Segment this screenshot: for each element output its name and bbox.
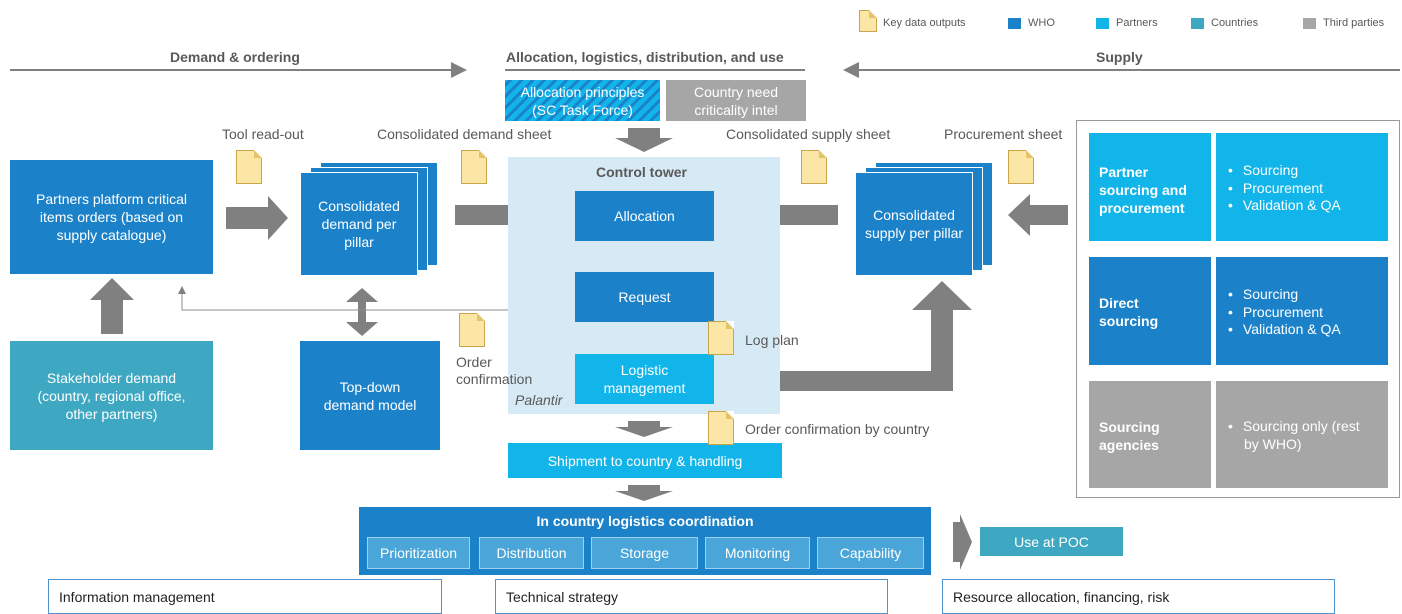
order-confirmation-country-label: Order confirmation by country <box>745 421 930 437</box>
use-at-poc-box: Use at POC <box>980 527 1123 556</box>
allocation-label: Allocation <box>614 208 675 224</box>
order-confirmation-label: Order confirmation <box>456 354 546 388</box>
partner-sourcing-title: Partner sourcing and procurement <box>1099 164 1187 216</box>
arrow-demand-topdown-double <box>346 288 378 336</box>
procurement-sheet-doc-icon <box>1008 150 1034 184</box>
allocation-principles-label: Allocation principles (SC Task Force) <box>520 83 645 118</box>
legend-label: Countries <box>1211 17 1259 29</box>
bullet-item: Sourcing <box>1228 286 1341 304</box>
bullet-item: Procurement <box>1228 304 1341 322</box>
technical-strategy-label: Technical strategy <box>506 588 619 605</box>
consolidated-demand-label: Consolidated demand per pillar <box>318 198 400 250</box>
request-box: Request <box>575 272 714 322</box>
order-confirmation-doc-icon <box>459 313 485 347</box>
direct-sourcing-items-box: Sourcing Procurement Validation & QA <box>1216 257 1388 365</box>
legend-label: WHO <box>1028 17 1055 29</box>
arrow-down-principles <box>615 128 673 152</box>
information-management-box: Information management <box>48 579 442 614</box>
header-demand-ordering: Demand & ordering <box>170 49 300 65</box>
topdown-demand-label: Top-down demand model <box>323 378 417 413</box>
palantir-label: Palantir <box>515 392 563 408</box>
legend-label: Third parties <box>1323 17 1385 29</box>
arrow-down-shipment <box>615 485 673 501</box>
partners-platform-box: Partners platform critical items orders … <box>10 160 213 274</box>
arrow-procurement-to-supply <box>1008 194 1068 236</box>
direct-sourcing-title-box: Direct sourcing <box>1089 257 1211 365</box>
segment-distribution: Distribution <box>479 537 584 569</box>
logistic-management-label: Logistic management <box>603 362 686 396</box>
partner-sourcing-items-box: Sourcing Procurement Validation & QA <box>1216 133 1388 241</box>
legend-swatch-who <box>1008 18 1021 29</box>
partner-sourcing-title-box: Partner sourcing and procurement <box>1089 133 1211 241</box>
log-plan-doc-icon <box>708 321 734 355</box>
demand-sheet-doc-icon <box>461 150 487 184</box>
allocation-box: Allocation <box>575 191 714 241</box>
log-plan-label: Log plan <box>745 332 799 348</box>
order-confirmation-text: Order confirmation <box>456 354 533 387</box>
arrow-down-logistic <box>615 421 673 437</box>
arrow-supply-to-allocation <box>737 194 838 236</box>
legend-swatch-third-parties <box>1303 18 1316 29</box>
direct-sourcing-items: Sourcing Procurement Validation & QA <box>1228 286 1341 339</box>
bullet-item: Procurement <box>1228 180 1341 198</box>
resource-allocation-box: Resource allocation, financing, risk <box>942 579 1335 614</box>
legend-swatch-partners <box>1096 18 1109 29</box>
legend-swatch-countries <box>1191 18 1204 29</box>
partner-sourcing-items: Sourcing Procurement Validation & QA <box>1228 162 1341 215</box>
key-data-outputs-doc-icon <box>859 10 877 32</box>
bullet-item: Validation & QA <box>1228 321 1341 339</box>
header-allocation-logistics: Allocation, logistics, distribution, and… <box>506 49 784 65</box>
arrow-platform-to-demand <box>226 196 288 240</box>
use-at-poc-label: Use at POC <box>1014 533 1089 550</box>
logistic-management-box: Logistic management <box>575 354 714 404</box>
consolidated-supply-box: Consolidated supply per pillar <box>855 172 973 276</box>
topdown-demand-box: Top-down demand model <box>300 341 440 450</box>
tool-readout-label: Tool read-out <box>222 126 304 142</box>
arrow-to-poc <box>953 514 972 570</box>
consolidated-supply-label: Consolidated supply per pillar <box>864 207 964 241</box>
order-confirmation-country-doc-icon <box>708 411 734 445</box>
demand-sheet-label: Consolidated demand sheet <box>377 126 552 142</box>
technical-strategy-box: Technical strategy <box>495 579 888 614</box>
supply-sheet-doc-icon <box>801 150 827 184</box>
bullet-item: Validation & QA <box>1228 197 1341 215</box>
partners-platform-label: Partners platform critical items orders … <box>36 191 187 243</box>
information-management-label: Information management <box>59 588 215 605</box>
sourcing-agencies-items: Sourcing only (rest by WHO) <box>1228 418 1378 453</box>
allocation-principles-box: Allocation principles (SC Task Force) <box>505 80 660 121</box>
bullet-item: Sourcing <box>1228 162 1341 180</box>
stakeholder-demand-box: Stakeholder demand (country, regional of… <box>10 341 213 450</box>
arrow-stakeholder-up <box>90 278 134 334</box>
sourcing-agencies-items-box: Sourcing only (rest by WHO) <box>1216 381 1388 488</box>
sourcing-panel <box>1076 120 1400 498</box>
sourcing-agencies-title-box: Sourcing agencies <box>1089 381 1211 488</box>
sourcing-agencies-title: Sourcing agencies <box>1099 419 1160 453</box>
header-supply: Supply <box>1096 49 1143 65</box>
legend-label: Key data outputs <box>883 17 966 29</box>
segment-storage: Storage <box>591 537 698 569</box>
control-tower-title: Control tower <box>596 164 687 180</box>
consolidated-supply-stack: Consolidated supply per pillar <box>855 162 993 276</box>
bullet-item: Sourcing only (rest by WHO) <box>1228 418 1378 453</box>
shipment-box: Shipment to country & handling <box>508 443 782 478</box>
segment-capability: Capability <box>817 537 924 569</box>
supply-sheet-label: Consolidated supply sheet <box>726 126 891 142</box>
legend-label: Partners <box>1116 17 1158 29</box>
shipment-label: Shipment to country & handling <box>547 452 743 469</box>
segment-monitoring: Monitoring <box>705 537 810 569</box>
segment-prioritization: Prioritization <box>367 537 470 569</box>
country-criticality-label: Country need criticality intel <box>693 83 779 118</box>
stakeholder-demand-label: Stakeholder demand (country, regional of… <box>37 369 186 422</box>
in-country-logistics-title: In country logistics coordination <box>536 513 754 529</box>
tool-readout-doc-icon <box>236 150 262 184</box>
country-criticality-box: Country need criticality intel <box>666 80 806 121</box>
procurement-sheet-label: Procurement sheet <box>944 126 1063 142</box>
resource-allocation-label: Resource allocation, financing, risk <box>953 588 1170 605</box>
direct-sourcing-title: Direct sourcing <box>1099 295 1159 329</box>
request-label: Request <box>618 289 671 305</box>
consolidated-demand-stack: Consolidated demand per pillar <box>300 162 438 276</box>
consolidated-demand-box: Consolidated demand per pillar <box>300 172 418 276</box>
